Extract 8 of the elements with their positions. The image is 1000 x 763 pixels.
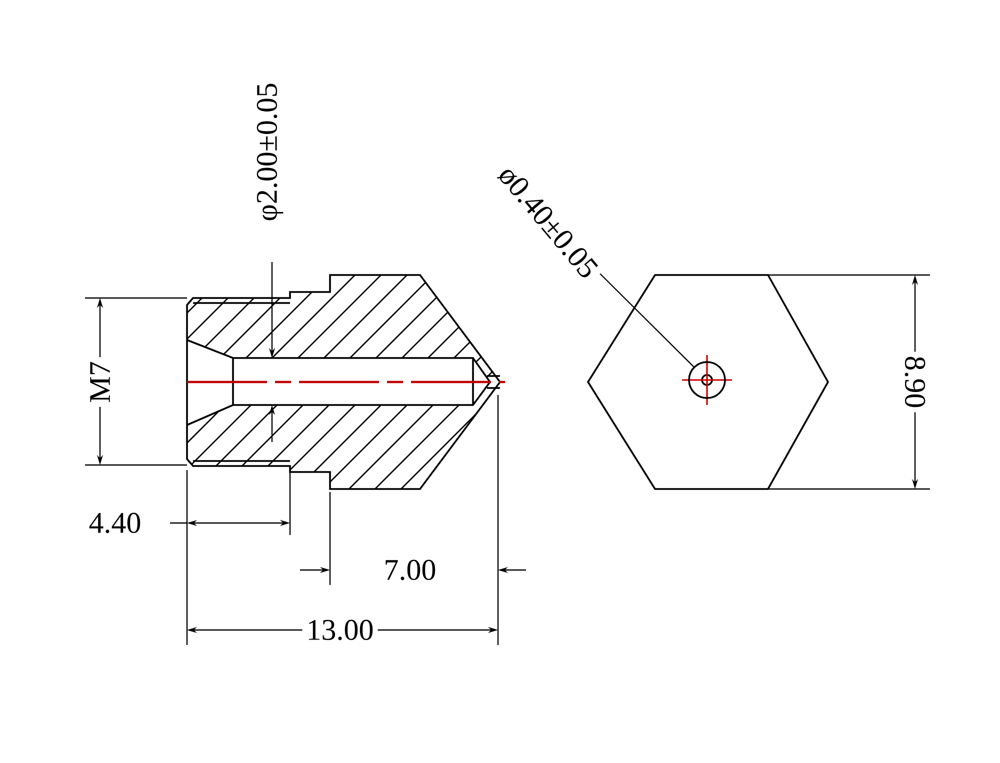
dimension-text: 13.00 [302,616,378,644]
dimension-text: 7.00 [386,560,436,580]
dimension-text: M7 [86,357,114,407]
dimension-text: φ2.00±0.05 [256,84,284,220]
dimension-text: 4.40 [89,512,140,534]
leader-line [600,273,694,368]
dimension-text: 8.90 [900,352,930,412]
nozzle-hole [688,361,726,399]
